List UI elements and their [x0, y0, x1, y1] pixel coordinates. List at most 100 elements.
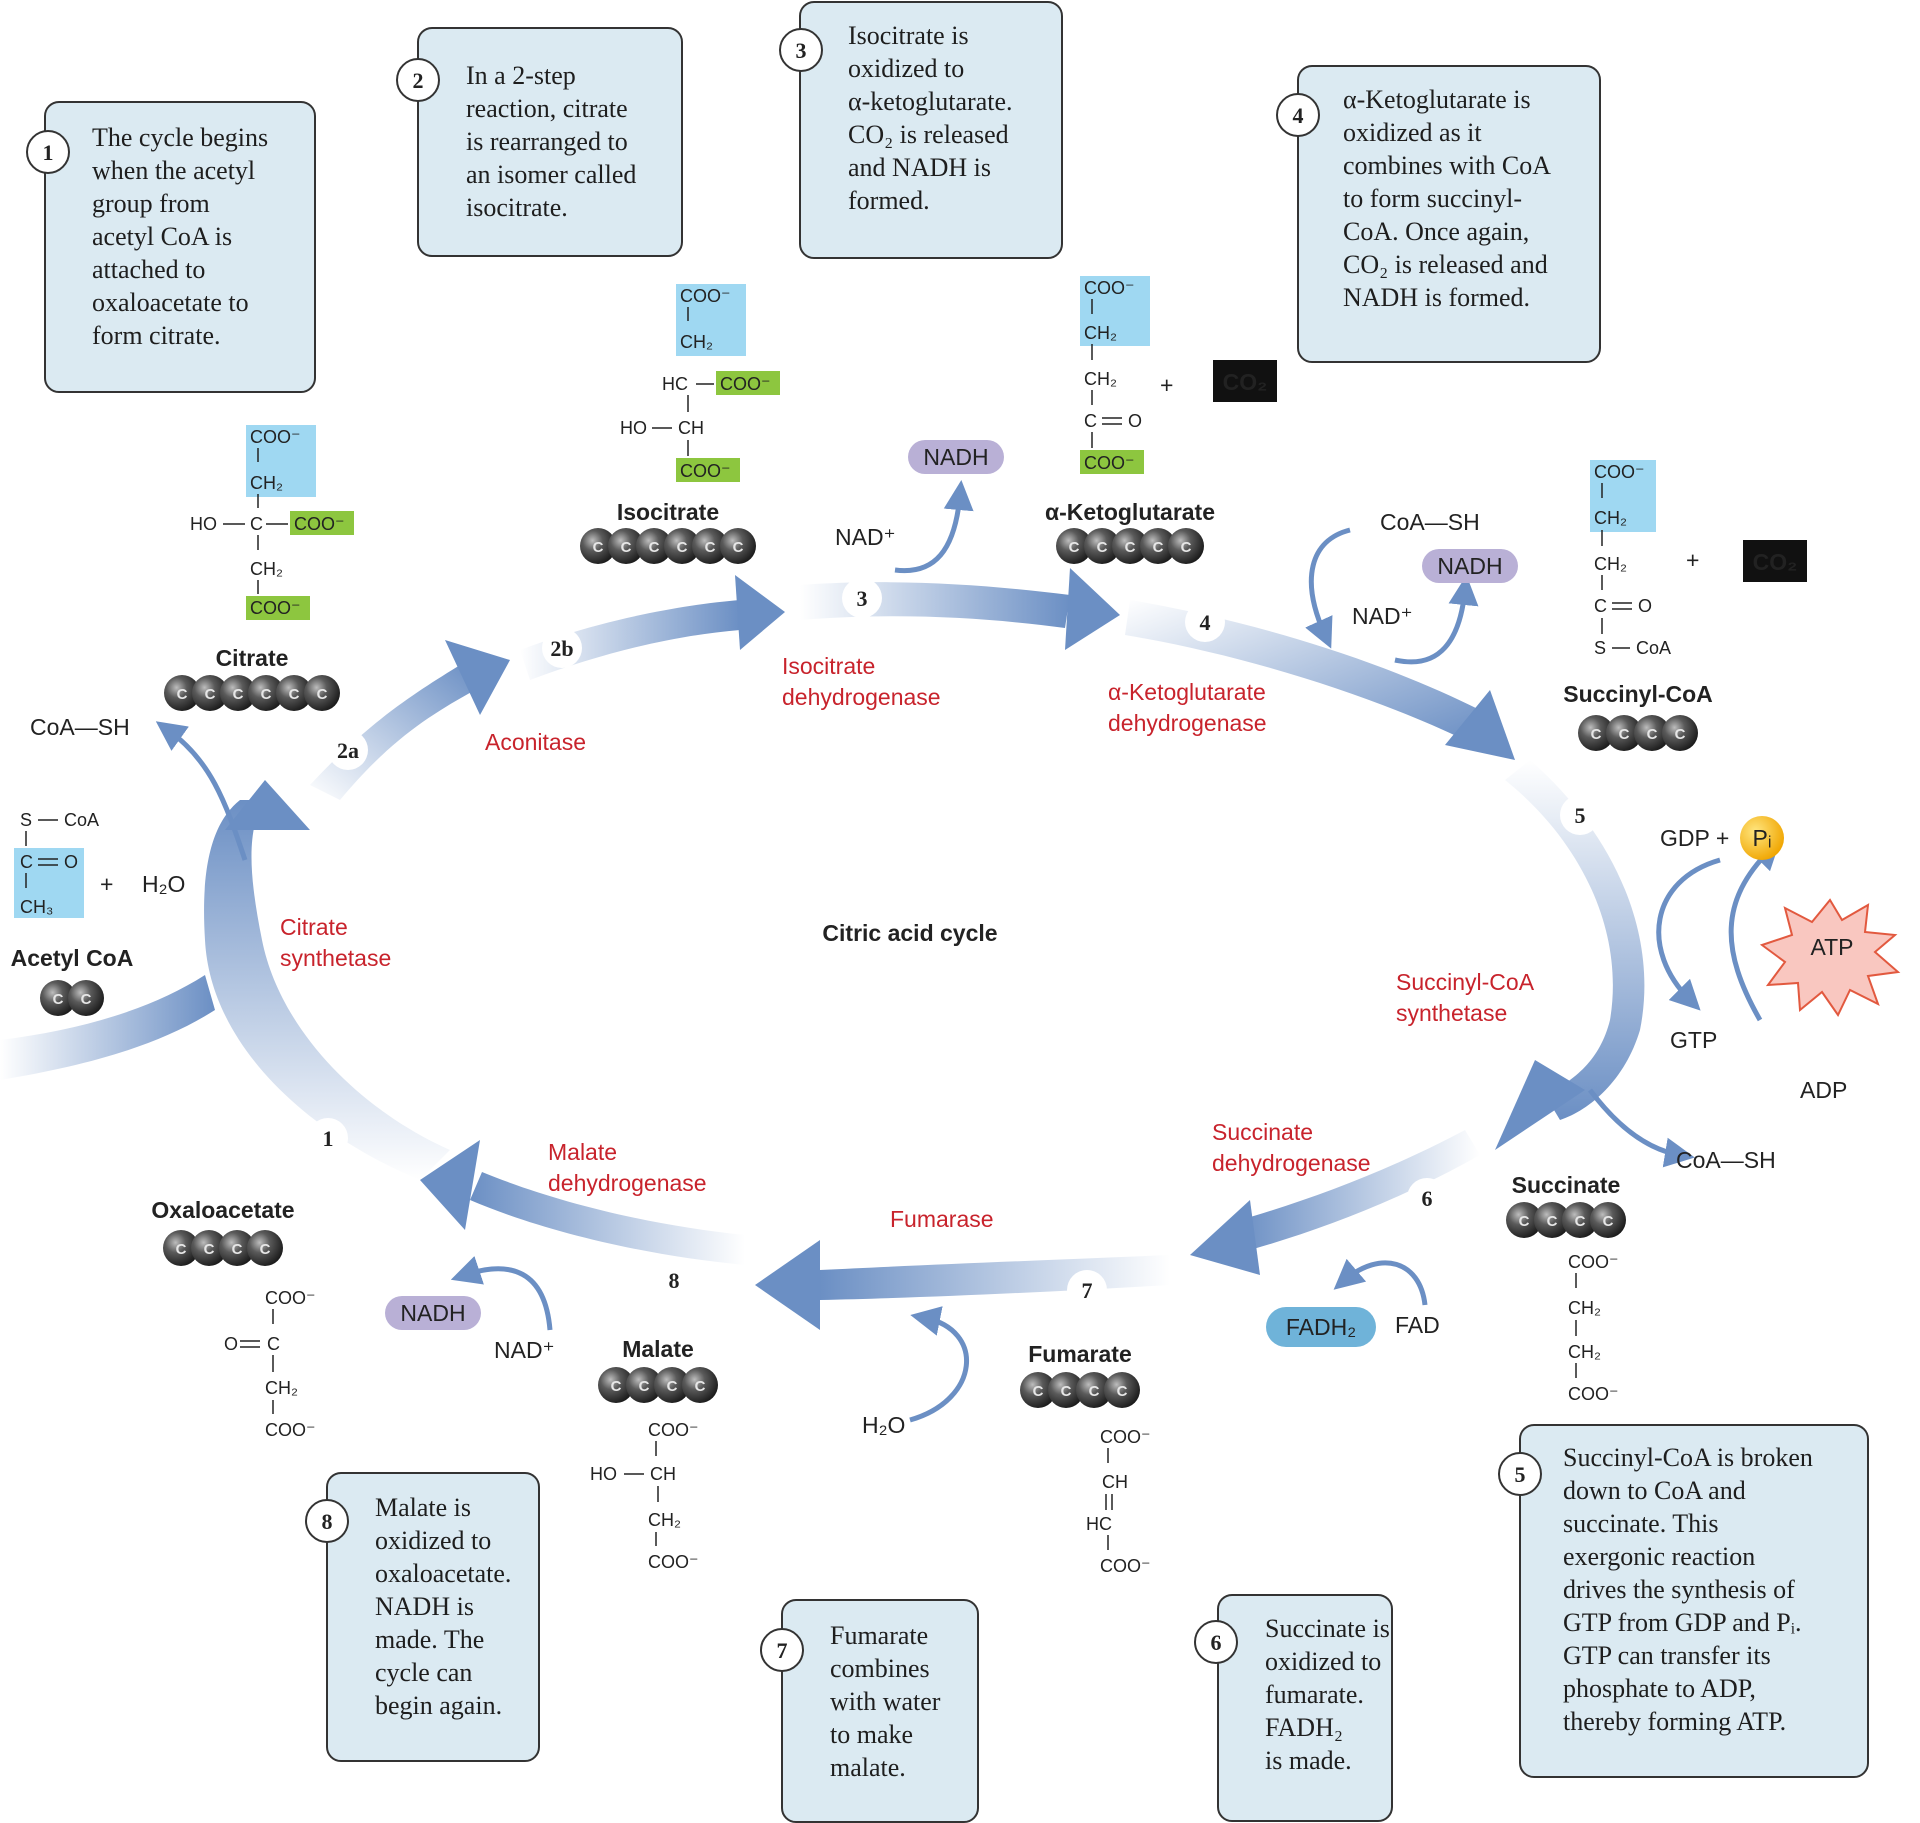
carbon-ball	[636, 528, 672, 564]
arrow-number-circle	[654, 1260, 694, 1300]
atp-starburst	[1759, 898, 1901, 1017]
nadh-arrow-step-4	[1394, 575, 1479, 665]
chem-label: O	[1638, 596, 1652, 616]
step-box-line: formed.	[848, 186, 930, 215]
arrow-step-3-head	[1065, 568, 1120, 650]
arrow-number-5: 5	[1575, 803, 1586, 828]
coash-label-step-4: CoA—SH	[1380, 509, 1480, 535]
carbon-letter: C	[621, 539, 632, 556]
gdp-label: GDP +	[1660, 825, 1729, 851]
nadh-arrow-step-8	[450, 1256, 553, 1331]
gdp-loop-arrow	[1656, 857, 1721, 1011]
step-box-line: oxaloacetate to	[92, 288, 249, 317]
nadh-badge-step-8-label: NADH	[400, 1300, 465, 1326]
carbon-ball	[68, 980, 104, 1016]
chem-label: O	[1128, 411, 1142, 431]
carbon-letter: C	[81, 991, 92, 1008]
step-box-line: group from	[92, 189, 210, 218]
carbon-letter: C	[1575, 1213, 1586, 1230]
step-box-line: form citrate.	[92, 321, 221, 350]
carbon-ball	[1048, 1372, 1084, 1408]
arrow-number-circle	[308, 1118, 348, 1158]
molecule-name-acetylcoa: Acetyl CoA	[11, 945, 134, 971]
chem-label: COO⁻	[1568, 1384, 1619, 1404]
arrow-number-4: 4	[1200, 610, 1211, 635]
chem-label: HO	[590, 1464, 617, 1484]
carbon-ball	[1606, 715, 1642, 751]
arrow-number-circle	[1407, 1178, 1447, 1218]
carbon-ball	[163, 1230, 199, 1266]
step-box-line: In a 2-step	[466, 61, 576, 90]
highlight-blue	[1590, 460, 1656, 532]
chem-label: COO⁻	[250, 598, 301, 618]
step-box-line: CoA. Once again,	[1343, 217, 1529, 246]
step-box-line: α-ketoglutarate.	[848, 87, 1013, 116]
carbon-ball	[1056, 528, 1092, 564]
step-box-line: α-Ketoglutarate is	[1343, 85, 1531, 114]
carbon-ball	[276, 675, 312, 711]
arrow-number-circle	[1560, 795, 1600, 835]
step-number-circle	[1276, 93, 1320, 137]
chem-label: COO⁻	[1594, 462, 1645, 482]
molecule-name-fumarate: Fumarate	[1028, 1341, 1132, 1367]
carbon-ball	[608, 528, 644, 564]
chem-label: O	[64, 852, 78, 872]
arrow-number-circle	[542, 628, 582, 668]
step-box-line: is rearranged to	[466, 127, 628, 156]
carbon-ball	[192, 675, 228, 711]
chem-label: CH₂	[250, 473, 283, 493]
nadh-badge-step-4-bg	[1422, 549, 1518, 583]
chem-label: CH	[1102, 1472, 1128, 1492]
nad-label-step-4: NAD⁺	[1352, 603, 1413, 629]
step-box-line: Malate is	[375, 1493, 471, 1522]
acetyl-coa-entry-arrow	[0, 975, 215, 1080]
chem-label: COO⁻	[1100, 1556, 1151, 1576]
h2o-label-step-7: H₂O	[862, 1412, 905, 1438]
carbon-ball	[1104, 1372, 1140, 1408]
chem-label: CH₂	[1084, 323, 1117, 343]
pi-label: Pᵢ	[1753, 825, 1772, 851]
step-box-line: GTP can transfer its	[1563, 1641, 1771, 1670]
carbon-letter: C	[1519, 1213, 1530, 1230]
step-box-line: oxidized as it	[1343, 118, 1482, 147]
carbon-ball	[1112, 528, 1148, 564]
chem-label: C	[1594, 596, 1607, 616]
gtp-loop-arrow	[1728, 839, 1781, 1022]
chem-label: CH₃	[20, 897, 53, 917]
step-box-line: and NADH is	[848, 153, 991, 182]
step-box-line: succinate. This	[1563, 1509, 1718, 1538]
carbon-ball	[1534, 1202, 1570, 1238]
carbon-letter: C	[1125, 539, 1136, 556]
molecule-name-akg: α-Ketoglutarate	[1045, 499, 1215, 525]
carbon-letter: C	[639, 1378, 650, 1395]
carbon-ball	[248, 675, 284, 711]
chem-label: COO⁻	[1084, 278, 1135, 298]
step-box-line: down to CoA and	[1563, 1476, 1746, 1505]
carbon-ball	[598, 1367, 634, 1403]
highlight-green	[290, 511, 354, 535]
carbon-letter: C	[1591, 726, 1602, 743]
carbon-ball	[1084, 528, 1120, 564]
step-box-line: with water	[830, 1687, 941, 1716]
enzyme-isocitrate_dh: dehydrogenase	[782, 684, 941, 710]
co2-badge-step-4: CO₂	[1743, 540, 1807, 582]
arrow-step-7	[820, 1255, 1170, 1300]
step-number: 4	[1293, 103, 1304, 128]
step-box-line: an isomer called	[466, 160, 636, 189]
carbon-ball	[720, 528, 756, 564]
plus-label-step-4: +	[1686, 547, 1699, 573]
arrow-step-1-head	[225, 780, 310, 830]
carbon-ball	[626, 1367, 662, 1403]
highlight-green	[1080, 450, 1144, 474]
carbon-letter: C	[667, 1378, 678, 1395]
carbon-ball	[682, 1367, 718, 1403]
arrow-step-6	[1240, 1130, 1480, 1250]
chem-label: C	[20, 852, 33, 872]
nadh-badge-step-3-label: NADH	[923, 444, 988, 470]
step-box-line: when the acetyl	[92, 156, 255, 185]
step-number-circle	[305, 1499, 349, 1543]
